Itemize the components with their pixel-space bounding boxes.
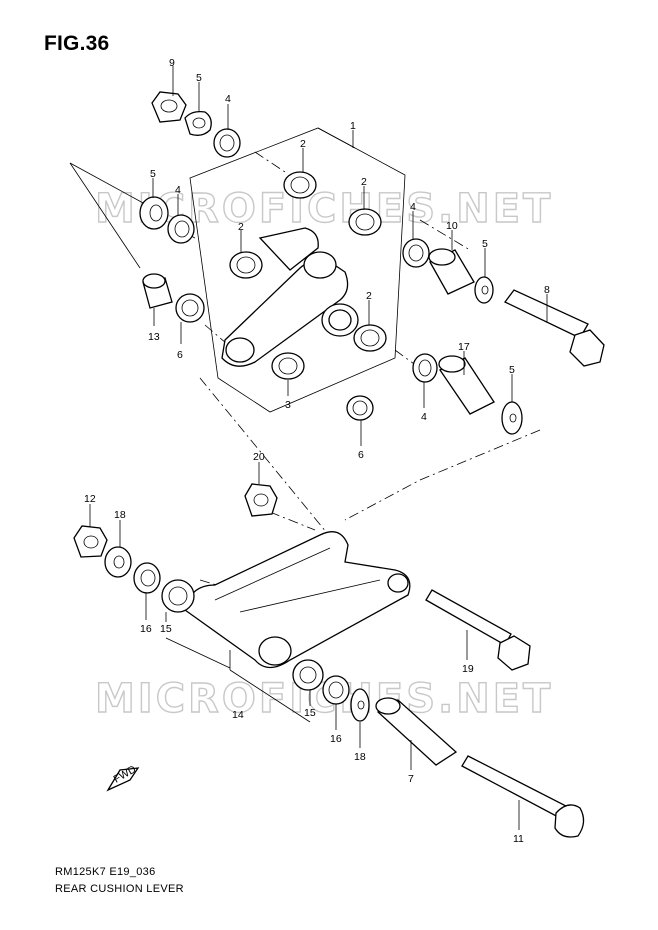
callout-7: 7 bbox=[408, 773, 414, 785]
callout-19: 19 bbox=[462, 663, 474, 675]
cushion-rod bbox=[221, 227, 359, 367]
lower-left-parts bbox=[73, 525, 195, 613]
callout-15-left: 15 bbox=[160, 623, 172, 635]
right-upper-parts bbox=[402, 238, 605, 367]
figure-name: REAR CUSHION LEVER bbox=[55, 883, 184, 895]
nut-20 bbox=[244, 483, 278, 517]
cushion-lever-body bbox=[184, 531, 411, 669]
callout-6-left: 6 bbox=[177, 349, 183, 361]
callout-20: 20 bbox=[253, 451, 265, 463]
callout-1: 1 bbox=[350, 120, 356, 132]
callout-14: 14 bbox=[232, 709, 244, 721]
callout-4-left: 4 bbox=[175, 184, 181, 196]
needle-bearings bbox=[229, 171, 387, 380]
callout-15-right: 15 bbox=[304, 707, 316, 719]
fwd-arrow: FWD bbox=[106, 763, 140, 792]
callout-18-right: 18 bbox=[354, 751, 366, 763]
callout-18-left: 18 bbox=[114, 509, 126, 521]
callout-12: 12 bbox=[84, 493, 96, 505]
callout-leaders bbox=[89, 66, 548, 830]
top-fasteners bbox=[151, 91, 241, 158]
callout-2-a: 2 bbox=[300, 138, 306, 150]
callout-5-top: 5 bbox=[196, 72, 202, 84]
callout-numbers: 9 5 4 1 2 2 2 2 3 5 4 4 10 5 8 13 6 17 5… bbox=[84, 57, 550, 845]
callout-16-right: 16 bbox=[330, 733, 342, 745]
callout-6-lower: 6 bbox=[358, 449, 364, 461]
callout-17: 17 bbox=[458, 341, 470, 353]
callout-13: 13 bbox=[148, 331, 160, 343]
leader-group-left bbox=[69, 162, 146, 269]
callout-5-left: 5 bbox=[150, 168, 156, 180]
callout-5-lower: 5 bbox=[509, 364, 515, 376]
callout-4-top: 4 bbox=[225, 93, 231, 105]
figure-code: RM125K7 E19_036 bbox=[55, 866, 156, 878]
callout-4-lower: 4 bbox=[421, 411, 427, 423]
right-lower-parts bbox=[346, 353, 523, 435]
callout-2-b: 2 bbox=[361, 176, 367, 188]
callout-10: 10 bbox=[446, 220, 458, 232]
callout-2-c: 2 bbox=[238, 221, 244, 233]
left-side-parts bbox=[139, 196, 205, 323]
watermark-bottom: MICROFICHES.NET bbox=[95, 676, 553, 722]
callout-4-right: 4 bbox=[410, 201, 416, 213]
callout-8: 8 bbox=[544, 284, 550, 296]
callout-3: 3 bbox=[285, 399, 291, 411]
callout-11: 11 bbox=[513, 833, 524, 845]
callout-2-d: 2 bbox=[366, 290, 372, 302]
cushion-lever-frame bbox=[189, 127, 406, 413]
callout-5-right: 5 bbox=[482, 238, 488, 250]
lower-right-parts bbox=[292, 589, 585, 838]
figure-title: FIG.36 bbox=[44, 32, 110, 55]
callout-9: 9 bbox=[169, 57, 175, 69]
callout-16-left: 16 bbox=[140, 623, 152, 635]
